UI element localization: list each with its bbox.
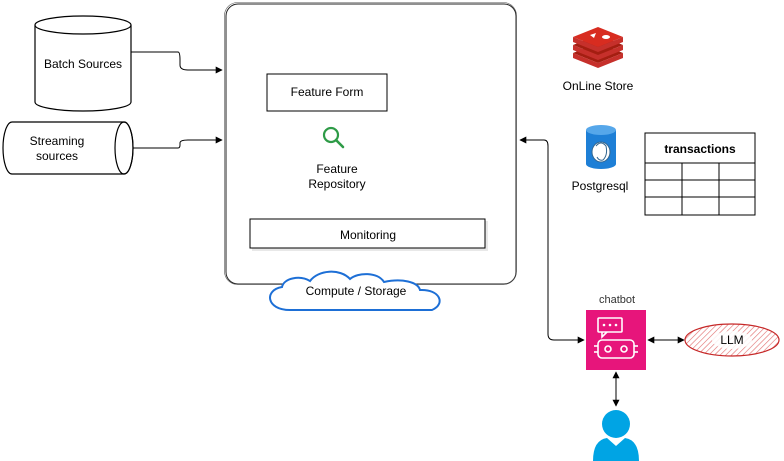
postgresql-label: Postgresql [572,179,629,193]
feature-form-label: Feature Form [291,85,364,99]
streaming-sources-label-line2: sources [36,149,78,163]
cloud-icon: Compute / Storage [269,270,441,311]
transactions-table-header: transactions [664,142,736,156]
batch-to-platform-arrow [131,51,223,74]
streaming-sources-node: Streaming sources [2,121,134,175]
chatbot-label: chatbot [599,294,635,306]
transactions-table: transactions [644,132,756,216]
chatbot-icon [586,310,646,370]
platform-chatbot-arrow [519,136,585,344]
online-store-label: OnLine Store [563,79,634,93]
feature-repository-label-line1: Feature [316,162,358,176]
batch-sources-node: Batch Sources [34,15,132,112]
feature-repository-label-line2: Repository [308,177,365,191]
user-icon [593,410,639,461]
postgres-icon [586,125,616,169]
redis-icon [573,27,623,68]
streaming-sources-label-line1: Streaming [30,134,85,148]
compute-storage-label: Compute / Storage [306,284,407,298]
feature-form-box: Feature Form [266,73,388,112]
monitoring-box: Monitoring [249,218,488,251]
llm-node: LLM [684,323,780,357]
batch-sources-label: Batch Sources [44,57,122,71]
search-icon [322,126,345,149]
monitoring-label: Monitoring [340,228,396,242]
streaming-to-platform-arrow [133,136,223,149]
llm-label: LLM [720,333,743,347]
